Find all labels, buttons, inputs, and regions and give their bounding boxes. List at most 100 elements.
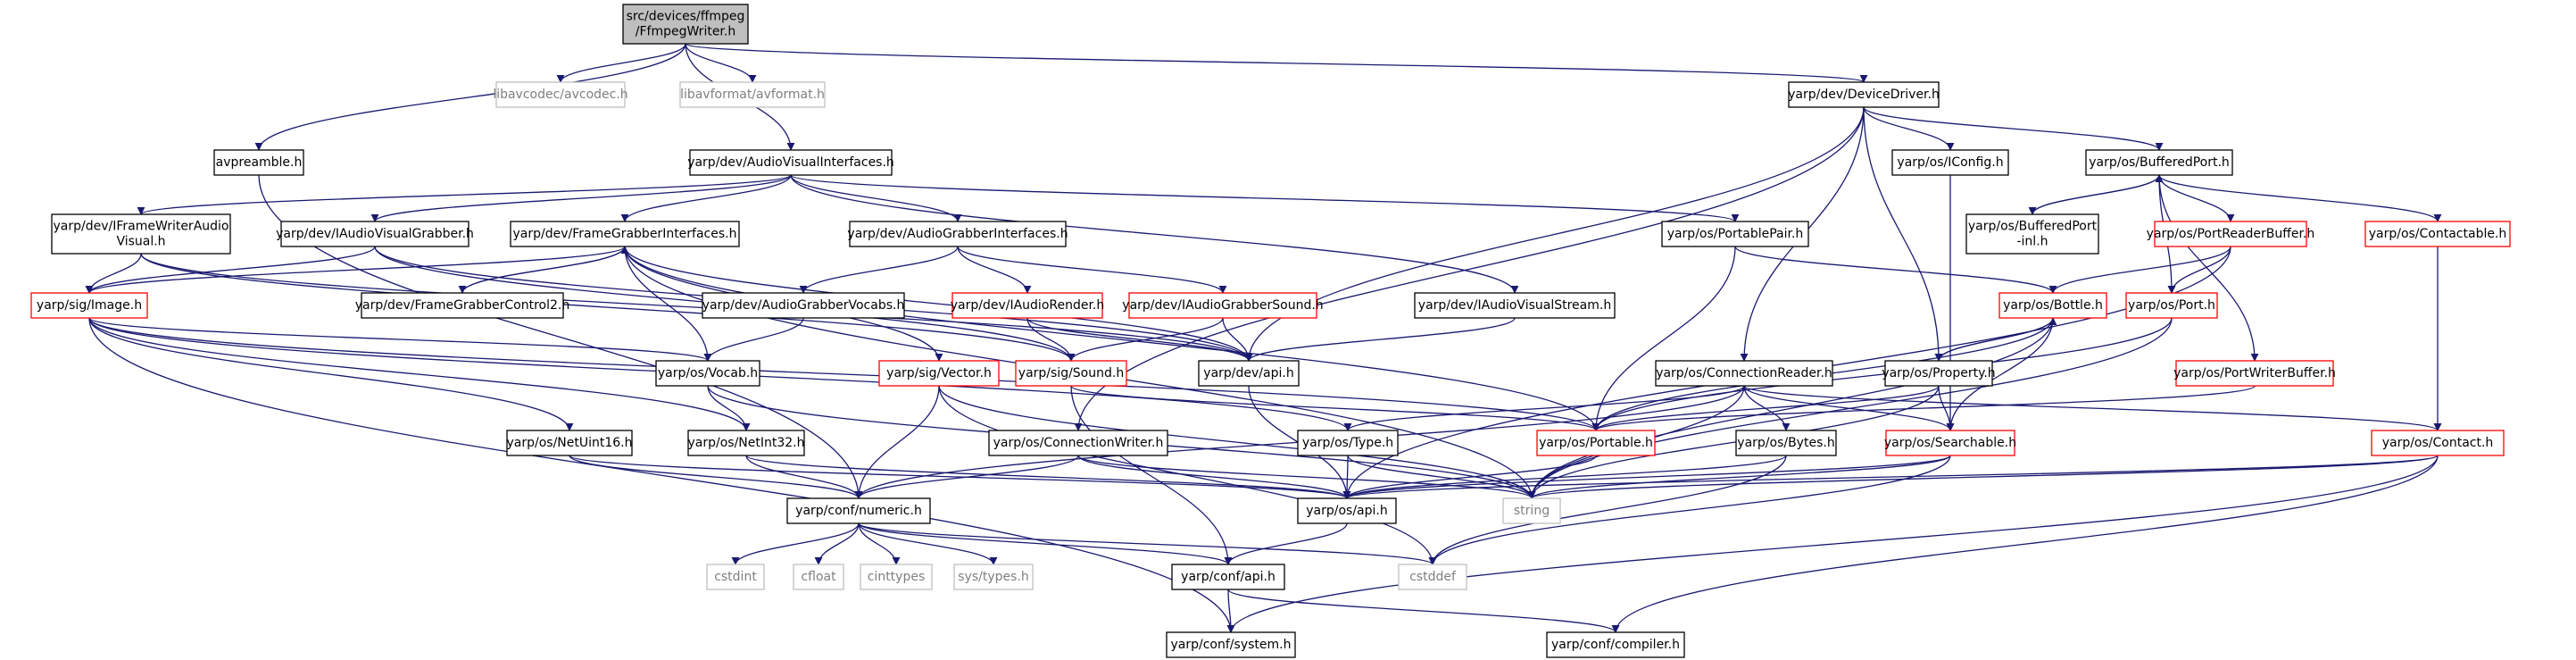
node-compiler[interactable]: yarp/conf/compiler.h [1546,631,1685,658]
edge-vector-to-numeric [854,385,940,499]
node-box-avpreamble [213,149,304,176]
edge-sound-to-portable [1070,385,1600,431]
edge-root-to-avformat [685,43,757,83]
node-confapi[interactable]: yarp/conf/api.h [1171,564,1285,590]
node-box-contact [2371,430,2505,456]
node-avi[interactable]: yarp/dev/AudioVisualInterfaces.h [687,149,894,176]
node-label-property: yarp/os/Property.h [1882,366,1995,380]
node-bytes[interactable]: yarp/os/Bytes.h [1735,430,1837,456]
node-ppair[interactable]: yarp/os/PortablePair.h [1661,221,1809,247]
edge-ppair-to-bottle [1734,246,2057,294]
node-label-string: string [1514,504,1550,518]
node-box-devapi [1198,360,1300,387]
edge-nu16-to-osapi [569,455,1351,499]
node-box-contactable [2364,221,2511,247]
edge-prb-to-port [2167,246,2231,294]
node-port[interactable]: yarp/os/Port.h [2125,292,2218,319]
node-box-property [1884,360,1993,387]
node-iconfig[interactable]: yarp/os/IConfig.h [1891,149,2009,176]
edge-image-to-portable [88,317,1600,431]
node-label-sound: yarp/sig/Sound.h [1018,366,1124,380]
node-vector[interactable]: yarp/sig/Vector.h [878,360,1000,387]
node-label-avi: yarp/dev/AudioVisualInterfaces.h [687,155,894,170]
node-root[interactable]: src/devices/ffmpeg/FfmpegWriter.h [622,4,749,45]
node-box-system [1166,631,1296,658]
node-vocab[interactable]: yarp/os/Vocab.h [655,360,760,387]
node-label-confapi: yarp/conf/api.h [1181,570,1276,584]
node-bufportinl[interactable]: yarp/os/BufferedPort-inl.h [1965,213,2099,255]
node-nu16[interactable]: yarp/os/NetUint16.h [506,430,633,456]
node-box-sound [1015,360,1127,387]
edge-fgi-to-vocab [624,246,712,362]
edge-property-to-portable [1591,385,1940,431]
edge-fgi-to-devapi [624,246,1253,362]
node-label-avformat: libavformat/avformat.h [680,88,825,102]
node-bufport[interactable]: yarp/os/BufferedPort.h [2085,149,2233,176]
node-iavs[interactable]: yarp/dev/IAudioVisualStream.h [1414,292,1616,319]
node-searchable[interactable]: yarp/os/Searchable.h [1884,430,2016,456]
node-sound[interactable]: yarp/sig/Sound.h [1015,360,1127,387]
node-agv[interactable]: yarp/dev/AudioGrabberVocabs.h [702,292,905,319]
node-property[interactable]: yarp/os/Property.h [1882,360,1996,387]
node-box-iavg [280,221,469,247]
node-bottle[interactable]: yarp/os/Bottle.h [1998,292,2107,319]
edge-numeric-to-cstddef [858,522,1437,565]
node-iavg[interactable]: yarp/dev/IAudioVisualGrabber.h [276,221,474,247]
node-devapi[interactable]: yarp/dev/api.h [1198,360,1300,387]
node-label-devapi: yarp/dev/api.h [1203,366,1293,380]
edge-agi-to-agv [799,246,959,294]
node-box-devdriver [1788,81,1940,108]
edge-agv-to-vocab [703,317,804,362]
node-connreader[interactable]: yarp/os/ConnectionReader.h [1655,360,1833,387]
node-label-image: yarp/sig/Image.h [37,298,142,313]
edge-root-to-devdriver [685,43,1867,83]
node-fgi[interactable]: yarp/dev/FrameGrabberInterfaces.h [510,221,740,247]
node-osapi[interactable]: yarp/os/api.h [1297,497,1397,524]
edge-iavs-to-devapi [1244,317,1516,362]
node-devdriver[interactable]: yarp/dev/DeviceDriver.h [1788,81,1940,108]
node-pwb[interactable]: yarp/os/PortWriterBuffer.h [2173,360,2336,387]
node-prb[interactable]: yarp/os/PortReaderBuffer.h [2147,221,2315,247]
node-ni32[interactable]: yarp/os/NetInt32.h [687,430,805,456]
node-box-iar [951,292,1103,319]
node-agi[interactable]: yarp/dev/AudioGrabberInterfaces.h [847,221,1068,247]
edge-bufport-to-contactable [2158,174,2442,222]
node-label-fgc2: yarp/dev/FrameGrabberControl2.h [355,298,570,313]
node-connwriter[interactable]: yarp/os/ConnectionWriter.h [988,430,1168,456]
edge-devdriver-to-property [1863,106,1943,362]
edge-numeric-to-cstdint [731,522,860,565]
edge-numeric-to-confapi [858,522,1233,565]
edge-portable-to-osapi [1342,455,1597,499]
edge-image-to-system [88,317,1235,633]
node-numeric[interactable]: yarp/conf/numeric.h [786,497,931,524]
node-portable[interactable]: yarp/os/Portable.h [1536,430,1656,456]
edge-image-to-vocab [88,317,712,362]
node-iags[interactable]: yarp/dev/IAudioGrabberSound.h [1122,292,1324,319]
node-label-root: src/devices/ffmpeg [627,10,745,24]
edge-searchable-to-string [1527,455,1951,499]
node-label-iar: yarp/dev/IAudioRender.h [951,298,1105,313]
node-iar[interactable]: yarp/dev/IAudioRender.h [951,292,1105,319]
node-label-avcodec: libavcodec/avcodec.h [493,88,627,102]
node-label-osapi: yarp/os/api.h [1306,504,1387,518]
edge-osapi-to-confapi [1224,522,1348,565]
edge-bottle-to-searchable [1946,317,2054,431]
node-label-bufportinl: -inl.h [2016,235,2048,249]
node-contact[interactable]: yarp/os/Contact.h [2371,430,2505,456]
node-type[interactable]: yarp/os/Type.h [1297,430,1399,456]
node-avpreamble[interactable]: avpreamble.h [213,149,304,176]
node-system[interactable]: yarp/conf/system.h [1166,631,1296,658]
node-contactable[interactable]: yarp/os/Contactable.h [2364,221,2511,247]
node-fgc2[interactable]: yarp/dev/FrameGrabberControl2.h [355,292,570,319]
node-box-fgi [510,221,740,247]
node-string: string [1502,497,1561,524]
node-image[interactable]: yarp/sig/Image.h [30,292,148,319]
node-box-confapi [1171,564,1285,590]
node-label-connwriter: yarp/os/ConnectionWriter.h [993,436,1164,450]
node-label-portable: yarp/os/Portable.h [1539,436,1653,450]
edge-nu16-to-numeric [569,455,863,499]
edge-agi-to-iags [957,246,1227,294]
node-label-ifwav: Visual.h [116,235,165,249]
edge-type-to-string [1347,455,1536,499]
